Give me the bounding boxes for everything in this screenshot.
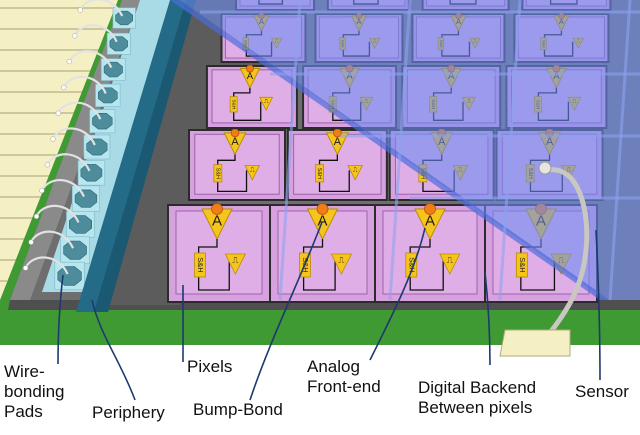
sample-hold-label: S&H [518,257,527,272]
label-analog-front-end: Analog Front-end [307,357,381,396]
sample-hold-icon [315,164,324,183]
sensor-grid-line [278,0,302,301]
bond-wire-foot [55,110,61,116]
pixel-cell: A S&H ⎍ [286,128,388,201]
amplifier-letter: A [334,136,342,148]
amplifier-letter: A [317,213,327,230]
bump-bond-icon [246,64,254,73]
bond-pad [74,189,98,208]
amplifier-letter: A [425,213,435,230]
sample-hold-icon [229,96,238,113]
bond-wire-foot [22,265,29,271]
sensor-bias-cable [499,161,590,357]
bond-pad [109,36,128,52]
bond-pad [63,240,87,260]
bond-wire-foot [28,239,34,245]
discriminator-symbol: ⎍ [232,255,239,265]
pixel-cell: A S&H ⎍ [188,128,286,201]
bond-wire [62,75,107,94]
discriminator-symbol: ⎍ [447,255,454,265]
bond-wire-foot [33,213,40,220]
arrow-periphery [91,299,136,401]
bond-wire [79,0,124,17]
amplifier-letter: A [212,213,222,230]
discriminator-symbol: ⎍ [264,99,268,105]
label-sensor: Sensor [575,382,629,401]
discriminator-icon [259,96,274,111]
discriminator-icon [439,253,461,275]
bond-wire-foot [77,7,83,13]
bond-pad [86,138,108,156]
bond-pad [92,113,113,130]
bond-pad [98,87,118,104]
bond-wire-foot [72,33,78,39]
sample-hold-icon [194,252,206,278]
bond-wire [24,256,69,275]
bump-bond-icon [316,203,329,215]
discriminator-icon [330,253,353,275]
bond-wire-foot [44,162,51,168]
sensor-grid-line [388,0,412,301]
cable-end [538,161,552,175]
bond-wire-foot [39,187,45,194]
sample-hold-label: S&H [316,168,322,179]
label-digital-backend: Digital Backend Between pixels [418,378,537,417]
arrow-bump-bond [249,221,323,401]
cable-wire [533,167,590,354]
discriminator-icon [224,253,247,275]
amplifier-letter: A [247,71,254,82]
arrow-analog-front-end [369,227,426,361]
label-periphery: Periphery [92,403,165,422]
bond-pad [80,164,103,182]
bond-wire [30,230,75,249]
bond-wire [68,49,113,69]
sample-hold-label: S&H [214,168,220,179]
discriminator-symbol: ⎍ [353,167,358,174]
sample-hold-icon [515,252,528,278]
label-arrows [57,221,601,401]
amplifier-letter: A [231,136,239,148]
bond-wire-foot [61,84,67,91]
bond-wire-foot [66,58,72,65]
discriminator-icon [347,164,364,181]
pixel-cell: AS&H⎍ [269,203,376,303]
bond-wire [51,127,96,146]
cable-connector-pad [499,329,571,357]
bond-pad [115,10,133,26]
arrow-sensor [595,229,601,381]
bond-wire [46,153,91,172]
bond-wire-foot [50,136,56,142]
discriminator-symbol: ⎍ [338,255,345,265]
pixel-cell: A S&H ⎍ [374,203,486,303]
bond-pad [57,266,82,286]
bond-wire [40,178,85,198]
sample-hold-label: S&H [230,99,236,109]
sensor-layer [170,0,640,301]
bond-pad [103,61,123,78]
pixel-cell: A S&H ⎍ [167,203,271,303]
sample-hold-icon [213,164,223,183]
discriminator-symbol: ⎍ [250,167,255,174]
sample-hold-label: S&H [196,257,205,272]
bond-wire [57,101,102,120]
arrow-digital-backend [484,271,491,366]
label-pixels: Pixels [187,357,233,376]
bump-bond-icon [424,203,436,215]
bond-wire [35,204,80,223]
bond-wire [73,24,118,43]
label-bump-bond: Bump-Bond [193,400,283,419]
bond-pad [69,215,92,234]
sample-hold-label: S&H [407,257,416,272]
sensor-grid-line [608,0,632,301]
sample-hold-icon [405,252,418,278]
bump-bond-icon [211,203,223,215]
label-wire-bonding-pads: Wire- bonding Pads [4,362,65,421]
arrow-wire-bonding-pads [57,274,64,365]
discriminator-icon [244,164,261,181]
sensor-grid-line [498,0,522,301]
bump-bond-icon [230,128,240,138]
